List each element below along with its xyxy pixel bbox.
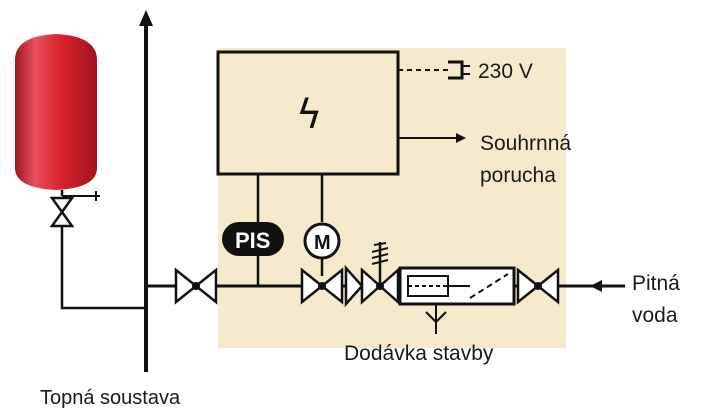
system-label: Topná soustava [40,387,181,409]
valve-icon [174,267,218,305]
control-unit-box [216,50,400,176]
drain-icon [425,304,447,334]
tank-valve-icon [49,196,75,228]
water-label-line2: voda [632,304,678,327]
fault-label-line2: porucha [480,164,556,187]
supply-label: Dodávka stavby [344,342,494,365]
lightning-icon: ϟ [296,92,322,138]
arrow-up-icon [139,10,153,26]
voltage-label: 230 V [478,60,533,83]
arrow-right-icon [456,133,466,143]
inlet-valve-icon [516,267,560,305]
motor-label: M [314,232,331,254]
motorized-valve-icon [300,267,344,305]
water-label-line1: Pitná [632,272,680,295]
pis-label: PIS [235,228,270,253]
filter-icon [398,266,516,306]
check-valve-icon [344,264,364,308]
expansion-tank-icon [15,34,97,190]
fault-label-line1: Souhrnná [480,132,571,155]
water-inlet-arrow-icon [590,280,602,292]
pis-badge [222,222,284,256]
tank-pipe [60,226,146,310]
plug-icon [448,60,470,80]
safety-valve-icon [360,242,400,305]
